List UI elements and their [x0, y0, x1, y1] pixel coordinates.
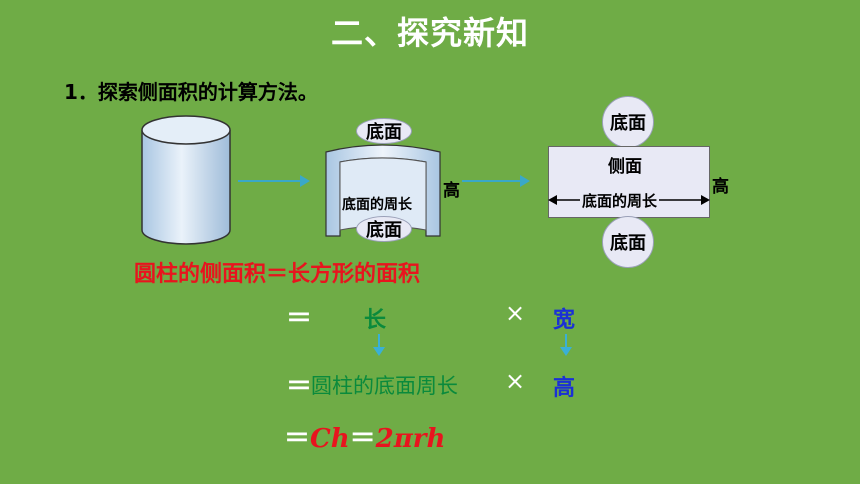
middle-top-base: 底面	[356, 118, 412, 144]
page-title: 二、探究新知	[330, 14, 529, 52]
middle-bottom-base: 底面	[356, 216, 412, 242]
right-arrow-1	[238, 175, 310, 187]
formula-length: 长	[364, 308, 387, 333]
formula-line-4-eq1: ＝	[284, 424, 311, 454]
section-subtitle: 1．探索侧面积的计算方法。	[64, 80, 318, 104]
middle-height-label: 高	[443, 181, 460, 201]
unrolling-cylinder-figure	[325, 144, 441, 237]
formula-line-3-times: ×	[505, 367, 526, 395]
middle-top-base-label: 底面	[366, 122, 402, 143]
middle-perimeter-label: 底面的周长	[342, 197, 412, 213]
formula-line-4-eq2: ＝	[349, 424, 376, 454]
net-bottom-base-label: 底面	[610, 233, 646, 254]
formula-base-perimeter: 圆柱的底面周长	[311, 374, 458, 398]
formula-line-2-eq: ＝	[286, 304, 313, 334]
net-top-base: 底面	[602, 96, 654, 148]
formula-line-1: 圆柱的侧面积＝长方形的面积	[134, 262, 421, 287]
down-arrow-length	[373, 334, 385, 356]
net-side-label: 侧面	[608, 157, 642, 177]
net-top-base-label: 底面	[610, 113, 646, 134]
formula-2pirh: 2πrh	[375, 424, 446, 454]
formula-width: 宽	[553, 308, 576, 333]
formula-line-4: ＝Ch＝2πrh	[284, 418, 445, 455]
formula-height: 高	[553, 376, 576, 401]
formula-line-3-eq: ＝	[286, 372, 313, 402]
net-height-label: 高	[712, 177, 729, 197]
cylinder-figure	[141, 115, 231, 245]
middle-bottom-base-label: 底面	[366, 220, 402, 241]
down-arrow-width	[560, 334, 572, 356]
formula-line-2-times: ×	[505, 299, 526, 327]
formula-ch: Ch	[310, 424, 350, 454]
right-arrow-2	[462, 175, 530, 187]
net-bottom-base: 底面	[602, 216, 654, 268]
net-perimeter-label: 底面的周长	[580, 190, 660, 211]
